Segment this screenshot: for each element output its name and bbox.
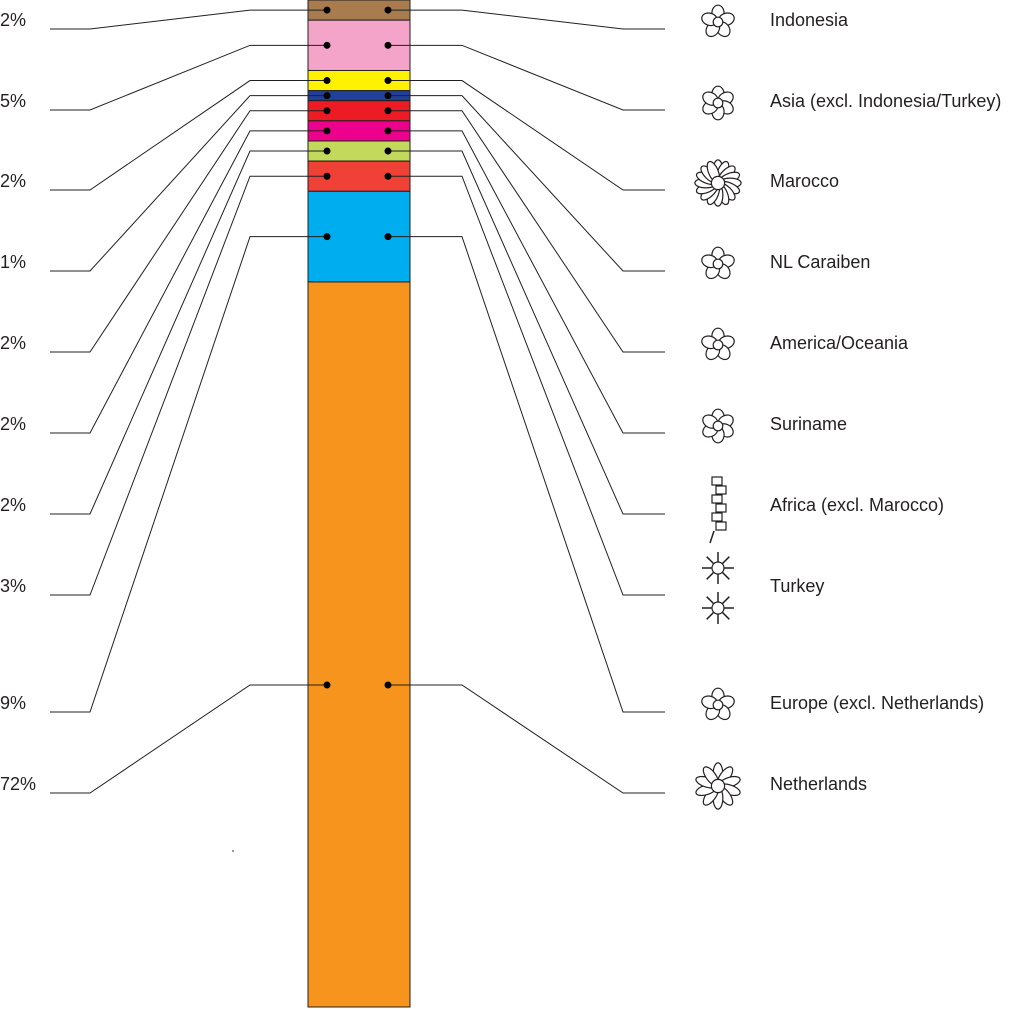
value-label: 2% (0, 414, 26, 434)
right-leader-line (388, 175, 665, 596)
right-dot (384, 107, 392, 115)
left-leader-line (50, 80, 327, 191)
right-dot (384, 127, 392, 135)
category-label: America/Oceania (770, 333, 909, 353)
sunflower-icon (694, 159, 742, 207)
left-dot (323, 233, 331, 241)
value-label: 2% (0, 10, 26, 30)
right-dot (384, 172, 392, 180)
value-label: 1% (0, 252, 26, 272)
right-dot (384, 233, 392, 241)
left-dot (323, 6, 331, 14)
right-leader-line (388, 95, 665, 272)
category-label: Marocco (770, 171, 839, 191)
category-label: Netherlands (770, 774, 867, 794)
right-leader-line (388, 9, 665, 30)
category-label: Africa (excl. Marocco) (770, 495, 944, 515)
value-label: 3% (0, 576, 26, 596)
spider-flower-icon (702, 552, 734, 624)
left-dot (323, 77, 331, 85)
category-label: NL Caraiben (770, 252, 870, 272)
category-label: Europe (excl. Netherlands) (770, 693, 984, 713)
left-leader-line (50, 684, 327, 794)
left-leader-line (50, 150, 327, 515)
left-dot (323, 147, 331, 155)
small-star-flower-icon (701, 246, 735, 280)
left-dot (323, 92, 331, 100)
left-dot (323, 172, 331, 180)
left-leader-line (50, 9, 327, 30)
left-leader-line (50, 130, 327, 434)
value-label: 2% (0, 171, 26, 191)
right-dot (384, 147, 392, 155)
rose-flower-icon (701, 327, 735, 361)
stray-dot (232, 850, 234, 852)
right-leader-line (388, 236, 665, 713)
right-leader-line (388, 44, 665, 111)
right-dot (384, 6, 392, 14)
category-label: Indonesia (770, 10, 849, 30)
value-label: 2% (0, 333, 26, 353)
left-leader-line (50, 175, 327, 596)
right-dot (384, 681, 392, 689)
five-petal-flower-icon (701, 687, 735, 721)
value-label: 2% (0, 495, 26, 515)
left-dot (323, 41, 331, 49)
orchid-flower-icon (701, 4, 735, 38)
right-leader-line (388, 110, 665, 353)
star-lily-icon (702, 408, 734, 444)
right-leader-line (388, 150, 665, 515)
right-dot (384, 92, 392, 100)
value-label: 5% (0, 91, 26, 111)
left-dot (323, 681, 331, 689)
right-leader-line (388, 130, 665, 434)
category-label: Asia (excl. Indonesia/Turkey) (770, 91, 1001, 111)
right-leader-line (388, 80, 665, 191)
left-leader-line (50, 95, 327, 272)
left-leader-line (50, 110, 327, 353)
right-dot (384, 41, 392, 49)
value-label: 72% (0, 774, 36, 794)
flower-stalk-icon (709, 476, 727, 544)
left-dot (323, 107, 331, 115)
right-leader-line (388, 684, 665, 794)
bar-segment-9 (307, 281, 411, 1008)
left-leader-line (50, 236, 327, 713)
left-dot (323, 127, 331, 135)
right-dot (384, 77, 392, 85)
category-label: Suriname (770, 414, 847, 434)
aster-flower-icon (702, 85, 734, 121)
value-label: 9% (0, 693, 26, 713)
category-label: Turkey (770, 576, 824, 596)
daisy-flower-icon (695, 762, 741, 810)
left-leader-line (50, 44, 327, 111)
